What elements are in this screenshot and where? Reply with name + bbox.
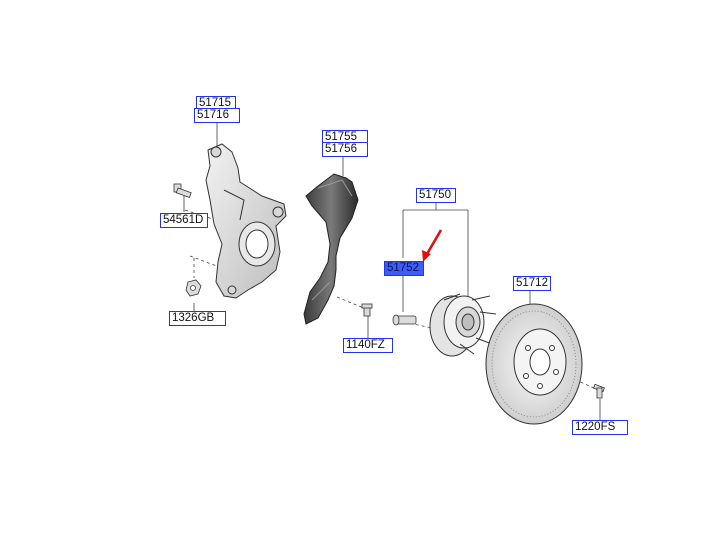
label-1220fs[interactable]: 1220FS bbox=[572, 420, 628, 435]
label-51750[interactable]: 51750 bbox=[416, 188, 456, 203]
bolt-54561d bbox=[173, 183, 192, 198]
label-1326gb[interactable]: 1326GB bbox=[169, 311, 226, 326]
nut-1326gb bbox=[185, 279, 202, 297]
screw-1220fs bbox=[593, 383, 605, 399]
label-51716[interactable]: 51716 bbox=[194, 108, 240, 123]
screw-1140fz bbox=[361, 303, 373, 317]
highlight-arrow bbox=[422, 229, 443, 262]
label-51756[interactable]: 51756 bbox=[322, 142, 368, 157]
dust-cover bbox=[303, 173, 359, 325]
label-51752[interactable]: 51752 bbox=[384, 261, 424, 276]
label-54561d[interactable]: 54561D bbox=[160, 213, 208, 228]
steering-knuckle bbox=[205, 143, 287, 299]
label-51755[interactable]: 51755 bbox=[322, 130, 368, 144]
brake-disc bbox=[485, 303, 583, 425]
label-51712[interactable]: 51712 bbox=[513, 276, 551, 291]
leader-lines bbox=[160, 122, 601, 420]
label-51715[interactable]: 51715 bbox=[196, 96, 236, 110]
label-1140fz[interactable]: 1140FZ bbox=[343, 338, 393, 353]
hub-bolt bbox=[392, 314, 417, 326]
wheel-hub bbox=[429, 293, 497, 357]
